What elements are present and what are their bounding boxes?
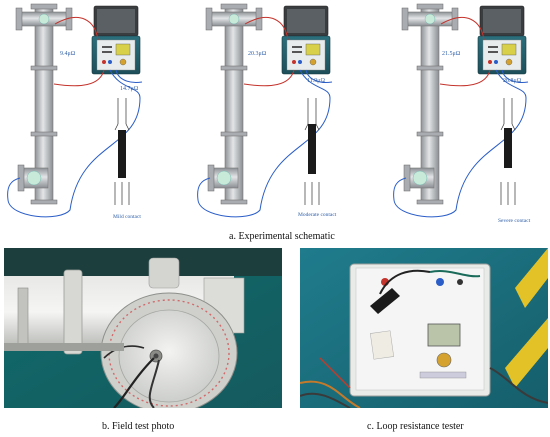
joint-resistance-reading: 14.7μΩ xyxy=(120,86,139,92)
contact-rod-moderate xyxy=(308,124,316,174)
caption-loop-resistance-tester: c. Loop resistance tester xyxy=(367,421,464,432)
pipe-resistance-reading: 20.3μΩ xyxy=(248,51,267,57)
experimental-schematic: 9.4μΩ 14.7μΩ Mild contact 20.3μΩ 11.9μΩ … xyxy=(7,3,531,224)
pipe-resistance-reading: 21.5μΩ xyxy=(442,51,461,57)
pipe-resistance-reading: 9.4μΩ xyxy=(60,51,76,57)
contact-label-mild: Mild contact xyxy=(113,214,141,220)
setup-mild: 9.4μΩ 14.7μΩ Mild contact xyxy=(7,3,143,220)
field-test-photo-svg xyxy=(4,248,282,414)
schematic-svg: 9.4μΩ 14.7μΩ Mild contact 20.3μΩ 11.9μΩ … xyxy=(7,3,531,224)
setup-severe: 21.5μΩ 26.8μΩ Severe contact xyxy=(393,3,531,224)
joint-resistance-reading: 26.8μΩ xyxy=(503,78,522,84)
field-test-photo xyxy=(4,248,282,414)
contact-rod-severe xyxy=(504,128,512,168)
caption-experimental-schematic: a. Experimental schematic xyxy=(229,231,335,242)
setup-moderate: 20.3μΩ 11.9μΩ Moderate contact xyxy=(197,3,337,218)
contact-label-severe: Severe contact xyxy=(498,218,531,224)
caption-field-test-photo: b. Field test photo xyxy=(102,421,175,432)
joint-resistance-reading: 11.9μΩ xyxy=(307,78,325,84)
loop-resistance-tester-photo xyxy=(299,248,549,409)
contact-rod-mild xyxy=(118,130,126,178)
loop-resistance-tester-svg xyxy=(299,248,549,409)
contact-label-moderate: Moderate contact xyxy=(298,212,337,218)
